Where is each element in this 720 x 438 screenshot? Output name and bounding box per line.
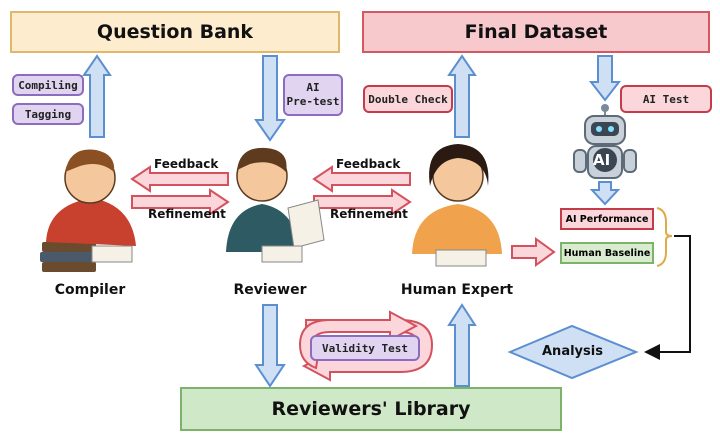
analysis-label: Analysis — [542, 344, 603, 359]
results-brace — [657, 208, 672, 266]
human-expert-label: Human Expert — [392, 282, 522, 298]
arrow-expert-to-results — [512, 239, 554, 265]
refinement-label-2: Refinement — [330, 207, 408, 221]
tagging-tag: Tagging — [12, 103, 84, 125]
arrow-final-to-robot — [591, 56, 619, 100]
human-expert-figure — [412, 144, 502, 266]
compiling-tag: Compiling — [12, 74, 84, 96]
feedback-label-1: Feedback — [154, 157, 218, 171]
validity-test-tag: Validity Test — [310, 335, 420, 361]
human-baseline-box: Human Baseline — [560, 242, 654, 264]
double-check-tag: Double Check — [363, 85, 453, 113]
reviewer-label: Reviewer — [220, 282, 320, 298]
compiler-figure — [40, 149, 136, 272]
ai-pretest-tag: AI Pre-test — [283, 74, 343, 116]
arrow-bank-to-reviewer — [256, 56, 284, 140]
ai-pretest-line1: AI — [306, 81, 319, 95]
arrow-library-to-expert — [449, 305, 475, 386]
arrow-reviewer-to-library — [256, 305, 284, 386]
ai-pretest-line2: Pre-test — [287, 95, 340, 109]
ai-performance-box: AI Performance — [560, 208, 654, 230]
arrow-compiler-to-bank — [84, 56, 110, 137]
ai-test-tag: AI Test — [620, 85, 712, 113]
refinement-label-1: Refinement — [148, 207, 226, 221]
compiler-label: Compiler — [40, 282, 140, 298]
arrow-robot-to-results — [592, 182, 618, 204]
feedback-label-2: Feedback — [336, 157, 400, 171]
reviewer-figure — [226, 148, 324, 262]
robot-ai-label: AI — [593, 151, 610, 169]
